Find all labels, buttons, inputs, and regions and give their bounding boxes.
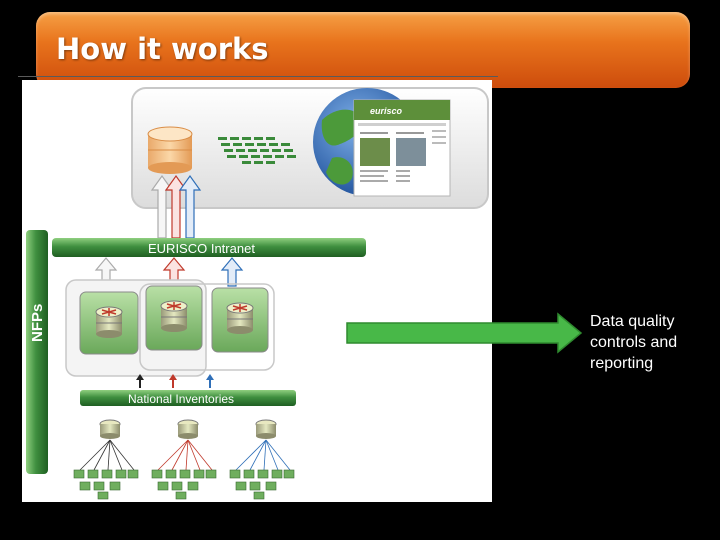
inventory-cluster-left [73,419,139,500]
inventory-cluster-middle [151,419,217,500]
website-screenshot-icon: eurisco [353,99,451,197]
nfp-database-icon [226,302,254,334]
architecture-diagram-svg: eurisco EURISCO Intranet NFPs [26,87,489,500]
nfps-bar [26,230,48,474]
architecture-diagram: eurisco EURISCO Intranet NFPs [22,80,492,502]
nfps-label: NFPs [29,304,46,342]
inventory-cluster-right [229,419,295,500]
eurisco-intranet-bar [52,238,366,257]
title-divider [18,76,498,77]
nfp-database-icon [95,306,123,338]
website-logo-text: eurisco [370,106,403,116]
title-bar: How it works [36,12,690,88]
national-inventories-label: National Inventories [128,392,234,406]
callout-text: Data quality controls and reporting [590,313,678,372]
data-records-icon [218,137,296,164]
inventory-upload-arrows [136,374,214,388]
central-database-icon [147,126,193,174]
callout-arrow-icon [346,312,583,354]
national-inventories-bar [80,390,296,406]
eurisco-intranet-label: EURISCO Intranet [148,241,255,256]
nfp-database-icon [160,300,188,332]
upload-arrows-central [150,174,202,239]
slide-title: How it works [56,32,269,66]
nfp-nodes-group [65,279,275,377]
